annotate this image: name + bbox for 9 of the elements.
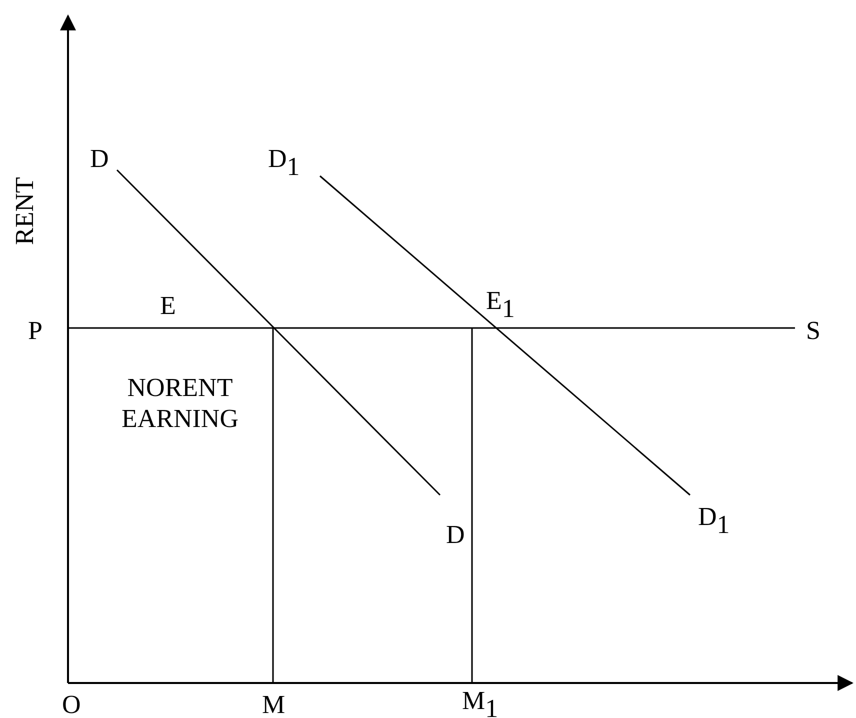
curve-label: D — [446, 522, 465, 548]
axis-label: P — [28, 318, 42, 344]
area-label: NORENT EARNING — [120, 372, 240, 434]
axis-label: RENT — [12, 177, 38, 245]
line-label: S — [806, 318, 820, 344]
axis-label: O — [62, 692, 81, 718]
axis-label: M — [262, 692, 286, 718]
curve-label: D — [90, 146, 109, 172]
point-label: E — [160, 293, 176, 319]
